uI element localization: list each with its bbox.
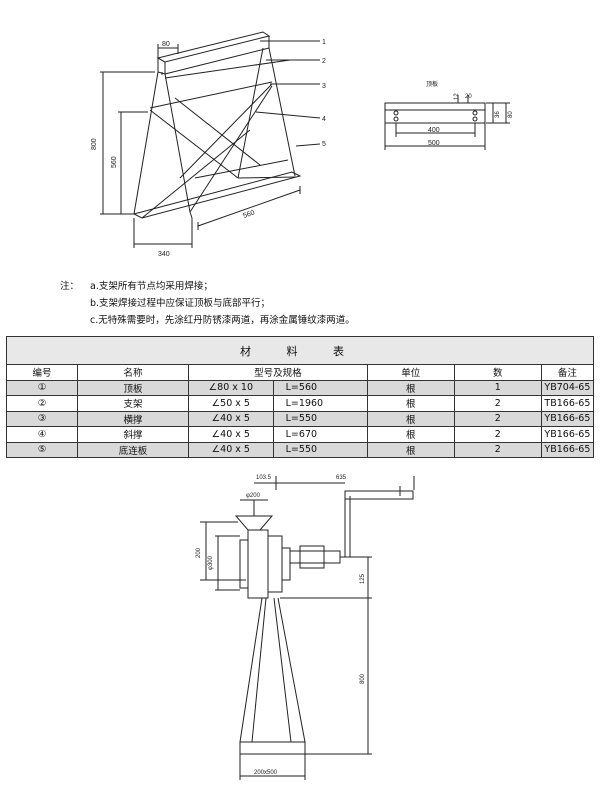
cell-unit: 根 [366,441,455,458]
cell-no: ① [6,379,78,396]
dim-base-width: 340 [158,251,170,258]
table-title: 材 料 表 [6,336,594,365]
dim-12: 12 [454,93,460,100]
cell-unit: 根 [366,426,455,443]
cell-qty: 2 [453,395,542,412]
stand-drawing [200,476,415,780]
table-row: ④ 斜撑 ∠40 x 5 L=670 根 2 YB166-65 [6,426,595,443]
dim-top-width: 80 [162,41,170,48]
note-b: b.支架焊接过程中应保证顶板与底部平行； [90,298,271,309]
top-plate-label: 顶板 [426,80,438,88]
cell-note: YB166-65 [540,441,595,458]
notes-prefix: 注： [60,281,80,292]
note-a: a.支架所有节点均采用焊接； [90,281,213,292]
material-table: 材 料 表 编号 名称 型号及规格 单位 数 备注 ① 顶板 ∠80 x 10 … [6,336,595,458]
cell-qty: 2 [453,410,542,427]
header-no: 编号 [6,364,78,381]
dim-base-depth: 560 [242,209,255,219]
table-header-row: 编号 名称 型号及规格 单位 数 备注 [6,364,595,381]
cell-spec: ∠40 x 5 [188,441,274,458]
cell-no: ③ [6,410,78,427]
cell-note: TB166-65 [540,395,595,412]
callout-1: 1 [322,39,326,46]
cell-spec: ∠50 x 5 [188,395,274,412]
dim-base-size: 200x500 [254,770,278,776]
dim-phi300: φ300 [208,555,214,570]
table-row: ③ 横撑 ∠40 x 5 L=550 根 2 YB166-65 [6,410,595,427]
cell-name: 斜撑 [77,426,189,443]
cell-spec: ∠80 x 10 [188,379,274,396]
dim-36: 36 [495,111,501,118]
dim-103-5: 103.5 [256,475,272,481]
cell-unit: 根 [366,395,455,412]
cell-length: L=550 [272,410,368,427]
table-row: ② 支架 ∠50 x 5 L=1960 根 2 TB166-65 [6,395,595,412]
dim-400: 400 [428,127,440,134]
cell-spec: ∠40 x 5 [188,426,274,443]
cell-qty: 1 [453,379,542,396]
cell-note: YB704-65 [540,379,595,396]
cell-name: 横撑 [77,410,189,427]
dim-200: 200 [196,547,202,558]
cell-name: 支架 [77,395,189,412]
cell-no: ④ [6,426,78,443]
cell-length: L=560 [272,379,368,396]
cell-name: 顶板 [77,379,189,396]
callout-4: 4 [322,116,326,123]
table-row: ① 顶板 ∠80 x 10 L=560 根 1 YB704-65 [6,379,595,396]
dim-800: 800 [360,673,366,684]
callout-2: 2 [322,58,326,65]
cell-length: L=670 [272,426,368,443]
table-row: ⑤ 底连板 ∠40 x 5 L=550 根 2 YB166-65 [6,441,595,458]
cell-unit: 根 [366,379,455,396]
header-unit: 单位 [366,364,455,381]
callout-3: 3 [322,83,326,90]
cell-note: YB166-65 [540,426,595,443]
cell-no: ⑤ [6,441,78,458]
note-c: c.无特殊需要时，先涂红丹防锈漆两道，再涂金属锤纹漆两道。 [90,315,355,326]
dim-20: 20 [465,94,472,100]
dim-500: 500 [428,140,440,147]
header-note: 备注 [540,364,595,381]
dim-inner-height: 560 [111,156,118,168]
cell-spec: ∠40 x 5 [188,410,274,427]
cell-name: 底连板 [77,441,189,458]
dim-635: 635 [336,475,347,481]
cell-unit: 根 [366,410,455,427]
dim-80: 80 [508,111,514,118]
dim-phi200-top: φ200 [246,493,261,499]
notes-block: 注： a.支架所有节点均采用焊接； b.支架焊接过程中应保证顶板与底部平行； c… [60,278,355,329]
cell-qty: 2 [453,426,542,443]
dim-height: 800 [91,138,98,150]
cell-length: L=1960 [272,395,368,412]
cell-note: YB166-65 [540,410,595,427]
cell-length: L=550 [272,441,368,458]
header-spec: 型号及规格 [188,364,368,381]
callout-5: 5 [322,141,326,148]
cell-no: ② [6,395,78,412]
header-qty: 数 [453,364,542,381]
top-plate-drawing [384,95,510,150]
cell-qty: 2 [453,441,542,458]
header-name: 名称 [77,364,189,381]
dim-125: 125 [360,573,366,584]
